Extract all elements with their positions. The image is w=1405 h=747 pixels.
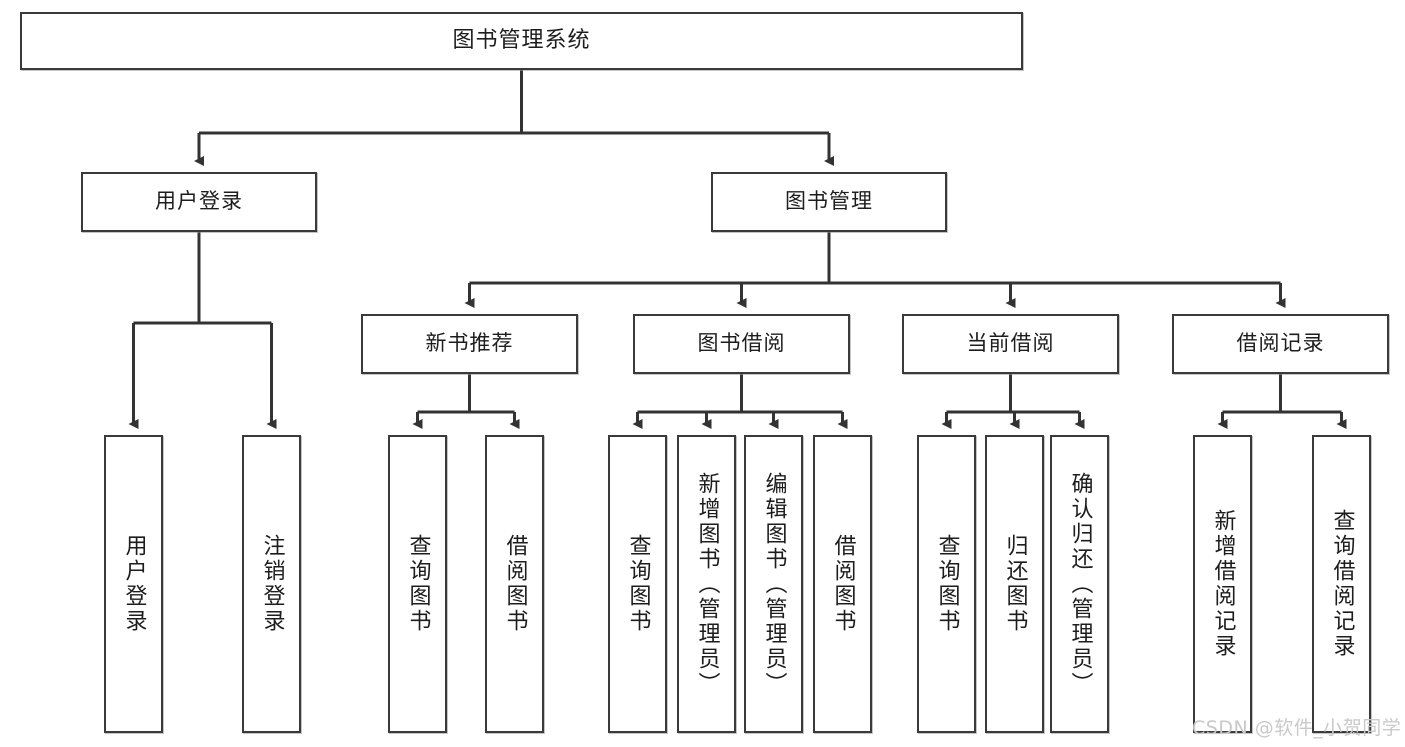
node-label-leaf-edit-book: 编辑图书（管理员） [761,471,787,697]
node-leaf-user-login[interactable]: 用户登录 [104,435,163,733]
node-label-book-manage: 图书管理 [785,189,873,214]
watermark-text: CSDN @软件_小贺同学 [1192,717,1402,739]
node-root[interactable]: 图书管理系统 [20,12,1023,70]
node-leaf-borrow-book-2[interactable]: 借阅图书 [813,435,872,733]
node-label-leaf-query-record: 查询借阅记录 [1329,509,1355,659]
node-leaf-query-book-3[interactable]: 查询图书 [917,435,976,733]
node-label-leaf-borrow-book-1: 借阅图书 [502,534,528,634]
node-label-user-login: 用户登录 [155,189,243,214]
node-borrow-record[interactable]: 借阅记录 [1172,314,1389,374]
node-leaf-return-book[interactable]: 归还图书 [985,435,1044,733]
node-label-leaf-borrow-book-2: 借阅图书 [830,534,856,634]
node-label-leaf-query-book-3: 查询图书 [934,534,960,634]
node-label-leaf-user-login: 用户登录 [121,534,147,634]
node-label-leaf-add-book: 新增图书（管理员） [694,471,720,697]
node-label-borrow-record: 借阅记录 [1236,331,1325,356]
node-leaf-logout-login[interactable]: 注销登录 [242,435,301,733]
node-label-root: 图书管理系统 [452,27,591,53]
node-label-book-borrow: 图书借阅 [697,331,786,356]
node-leaf-confirm-return[interactable]: 确认归还（管理员） [1050,435,1109,733]
node-label-new-book-recommend: 新书推荐 [425,331,514,356]
node-label-leaf-add-record: 新增借阅记录 [1210,509,1236,659]
node-leaf-borrow-book-1[interactable]: 借阅图书 [485,435,544,733]
node-user-login[interactable]: 用户登录 [81,172,317,232]
node-label-current-borrow: 当前借阅 [966,331,1055,356]
node-label-leaf-return-book: 归还图书 [1002,534,1028,634]
node-label-leaf-logout-login: 注销登录 [259,534,285,634]
node-leaf-add-record[interactable]: 新增借阅记录 [1193,435,1252,733]
node-label-leaf-query-book-1: 查询图书 [405,534,431,634]
node-leaf-add-book[interactable]: 新增图书（管理员） [677,435,736,733]
node-current-borrow[interactable]: 当前借阅 [902,314,1119,374]
node-leaf-query-record[interactable]: 查询借阅记录 [1312,435,1371,733]
node-book-borrow[interactable]: 图书借阅 [633,314,850,374]
node-book-manage[interactable]: 图书管理 [711,172,947,232]
node-leaf-query-book-1[interactable]: 查询图书 [388,435,447,733]
node-leaf-edit-book[interactable]: 编辑图书（管理员） [744,435,803,733]
node-label-leaf-confirm-return: 确认归还（管理员） [1067,471,1093,697]
node-new-book-recommend[interactable]: 新书推荐 [361,314,578,374]
node-leaf-query-book-2[interactable]: 查询图书 [608,435,667,733]
node-label-leaf-query-book-2: 查询图书 [625,534,651,634]
